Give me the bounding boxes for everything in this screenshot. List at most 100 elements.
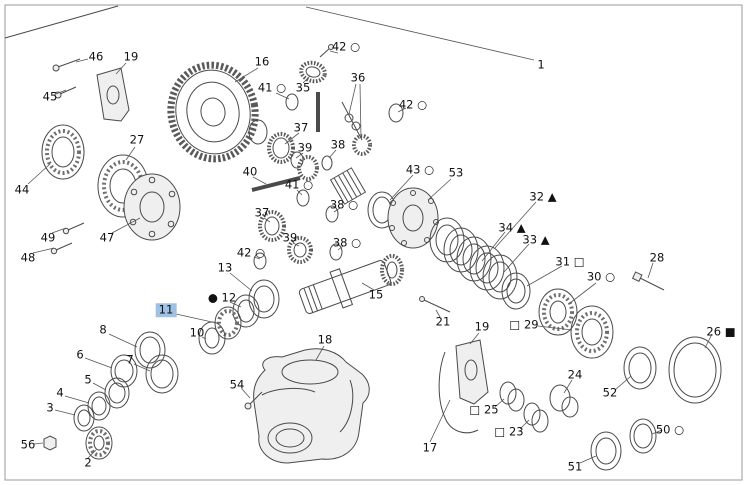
shims-25: [499, 381, 525, 412]
washer-41-lower: [296, 189, 310, 207]
part-label-4[interactable]: 4: [56, 385, 64, 400]
part-label-23[interactable]: □ 23: [494, 424, 524, 439]
bearing-29: [570, 305, 614, 359]
frame-cut-line: [4, 5, 119, 39]
washer-38-mid: [325, 205, 339, 223]
bolt-28: [631, 271, 665, 291]
bolt-45: [54, 86, 77, 99]
part-label-37-lower[interactable]: 37: [254, 205, 270, 220]
bolt-46: [52, 58, 81, 72]
part-label-48[interactable]: 48: [20, 250, 36, 265]
part-label-8[interactable]: 8: [99, 322, 107, 337]
ring-51: [590, 431, 622, 471]
ring-44: [41, 124, 85, 180]
washer-38-lower: [329, 243, 343, 261]
part-label-17[interactable]: 17: [422, 440, 438, 455]
part-label-39-lower[interactable]: 39: [282, 230, 298, 245]
washer-41-upper: [285, 93, 299, 111]
part-label-16[interactable]: 16: [254, 54, 270, 69]
part-label-47[interactable]: 47: [99, 230, 115, 245]
part-label-37-upper[interactable]: 37: [293, 120, 309, 135]
washer: [248, 119, 268, 145]
leader-lines: [27, 50, 713, 464]
nut-56: [43, 435, 57, 451]
part-label-54[interactable]: 54: [229, 377, 245, 392]
part-label-35[interactable]: 35: [295, 80, 311, 95]
part-label-18[interactable]: 18: [317, 332, 333, 347]
part-label-39-upper[interactable]: 39: [297, 140, 313, 155]
shims-23: [523, 402, 549, 433]
part-label-28[interactable]: 28: [649, 250, 665, 265]
part-label-34[interactable]: 34 ▲: [498, 220, 526, 235]
part-label-49[interactable]: 49: [40, 230, 56, 245]
part-label-41-lower[interactable]: 41 ○: [284, 177, 314, 192]
ring-gear-16: [167, 61, 259, 163]
part-label-11-highlighted[interactable]: 11: [155, 303, 177, 317]
part-label-2[interactable]: 2: [84, 455, 92, 470]
part-label-29[interactable]: □ 29: [509, 317, 539, 332]
part-label-19-right[interactable]: 19: [474, 319, 490, 334]
part-label-30[interactable]: 30 ○: [586, 269, 616, 284]
part-label-1[interactable]: 1: [537, 57, 545, 72]
part-label-19-left[interactable]: 19: [123, 49, 139, 64]
part-label-41-upper[interactable]: 41 ○: [257, 80, 287, 95]
part-label-5[interactable]: 5: [84, 372, 92, 387]
carrier-outline-17: [438, 351, 479, 434]
parts-cluster-36: [341, 101, 372, 156]
ring-12: [232, 294, 260, 328]
washer-42-lower: [253, 252, 267, 270]
part-label-53[interactable]: 53: [448, 165, 464, 180]
bolt-48: [50, 242, 73, 255]
part-label-50[interactable]: 50 ○: [655, 422, 685, 437]
gear-35: [299, 60, 327, 84]
flange-47: [123, 173, 181, 241]
part-label-27[interactable]: 27: [129, 132, 145, 147]
part-label-40[interactable]: 40: [242, 164, 258, 179]
part-label-6[interactable]: 6: [76, 347, 84, 362]
part-label-21[interactable]: 21: [435, 314, 451, 329]
part-label-33[interactable]: 33 ▲: [522, 232, 550, 247]
part-label-38-lower[interactable]: 38 ○: [332, 235, 362, 250]
part-label-10[interactable]: 10: [189, 325, 205, 340]
part-label-56[interactable]: 56: [20, 437, 36, 452]
part-label-3[interactable]: 3: [46, 400, 54, 415]
spider-pin-40: [251, 176, 301, 192]
part-label-13[interactable]: 13: [217, 260, 233, 275]
bearing-2: [85, 426, 113, 460]
ring-5: [104, 377, 130, 409]
part-label-15[interactable]: 15: [368, 287, 384, 302]
ring-4: [87, 391, 111, 421]
part-label-42-top[interactable]: 42 ○: [331, 39, 361, 54]
part-label-46[interactable]: 46: [88, 49, 104, 64]
part-label-7[interactable]: 7: [126, 352, 134, 367]
part-label-38-mid[interactable]: 38 ○: [329, 197, 359, 212]
diff-gear-39-lower: [287, 236, 313, 264]
part-label-12[interactable]: ● 12: [207, 290, 237, 305]
ring-7: [145, 354, 179, 394]
screw-54: [244, 391, 263, 410]
part-label-26[interactable]: 26 ■: [706, 324, 736, 339]
part-label-45[interactable]: 45: [42, 89, 58, 104]
ring-3: [73, 404, 95, 432]
part-label-44[interactable]: 44: [14, 182, 30, 197]
part-label-43[interactable]: 43 ○: [405, 162, 435, 177]
diff-gear-37-upper: [267, 132, 295, 164]
part-label-25[interactable]: □ 25: [469, 402, 499, 417]
ring-50: [629, 418, 657, 454]
ring-6: [110, 354, 138, 388]
part-label-42-right[interactable]: 42 ○: [398, 97, 428, 112]
part-label-31[interactable]: 31 □: [555, 254, 585, 269]
part-label-32[interactable]: 32 ▲: [529, 189, 557, 204]
washer-42-right: [388, 103, 404, 123]
part-label-51[interactable]: 51: [567, 459, 583, 474]
part-label-52[interactable]: 52: [602, 385, 618, 400]
bolt-49: [62, 222, 85, 235]
part-label-42-lower[interactable]: 42 ○: [236, 245, 266, 260]
housing-18: [253, 348, 370, 464]
part-label-36[interactable]: 36: [350, 70, 366, 85]
part-label-24[interactable]: 24: [567, 367, 583, 382]
bolt-42-top: [319, 44, 334, 58]
part-label-38-upper[interactable]: 38: [330, 137, 346, 152]
